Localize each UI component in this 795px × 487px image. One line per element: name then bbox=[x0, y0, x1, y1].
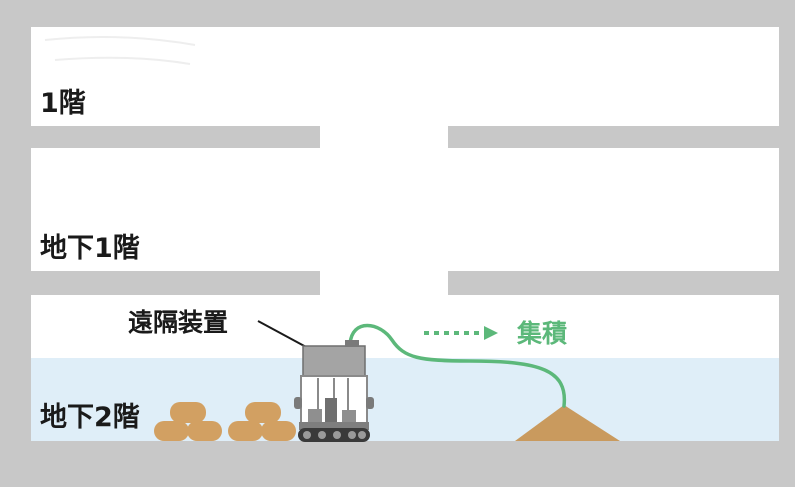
floor-label-b1: 地下1階 bbox=[40, 233, 140, 264]
sandbag bbox=[245, 402, 281, 423]
flood-water bbox=[31, 358, 779, 441]
sandbag bbox=[228, 421, 263, 441]
sandbag bbox=[154, 421, 189, 441]
basement-1-room bbox=[31, 148, 779, 271]
floor-label-1f: 1階 bbox=[40, 88, 86, 119]
hose bbox=[348, 323, 567, 408]
floor-1-room bbox=[31, 27, 779, 126]
sandbag bbox=[187, 421, 222, 441]
debris-pile bbox=[515, 405, 620, 441]
remote-device-label: 遠隔装置 bbox=[128, 308, 228, 337]
slab-opening-upper bbox=[320, 124, 448, 150]
faint-sketch-marks bbox=[44, 35, 196, 65]
sandbag-stack-left bbox=[154, 402, 222, 441]
device-leader-line bbox=[257, 320, 309, 349]
remote-device-robot bbox=[294, 340, 374, 442]
sandbag bbox=[170, 402, 206, 423]
sandbag bbox=[261, 421, 296, 441]
sandbag-stack-right bbox=[228, 402, 296, 441]
slab-opening-lower bbox=[320, 269, 448, 297]
collect-label: 集積 bbox=[516, 319, 567, 348]
collect-arrow bbox=[424, 326, 498, 340]
floor-label-b2: 地下2階 bbox=[40, 402, 140, 433]
